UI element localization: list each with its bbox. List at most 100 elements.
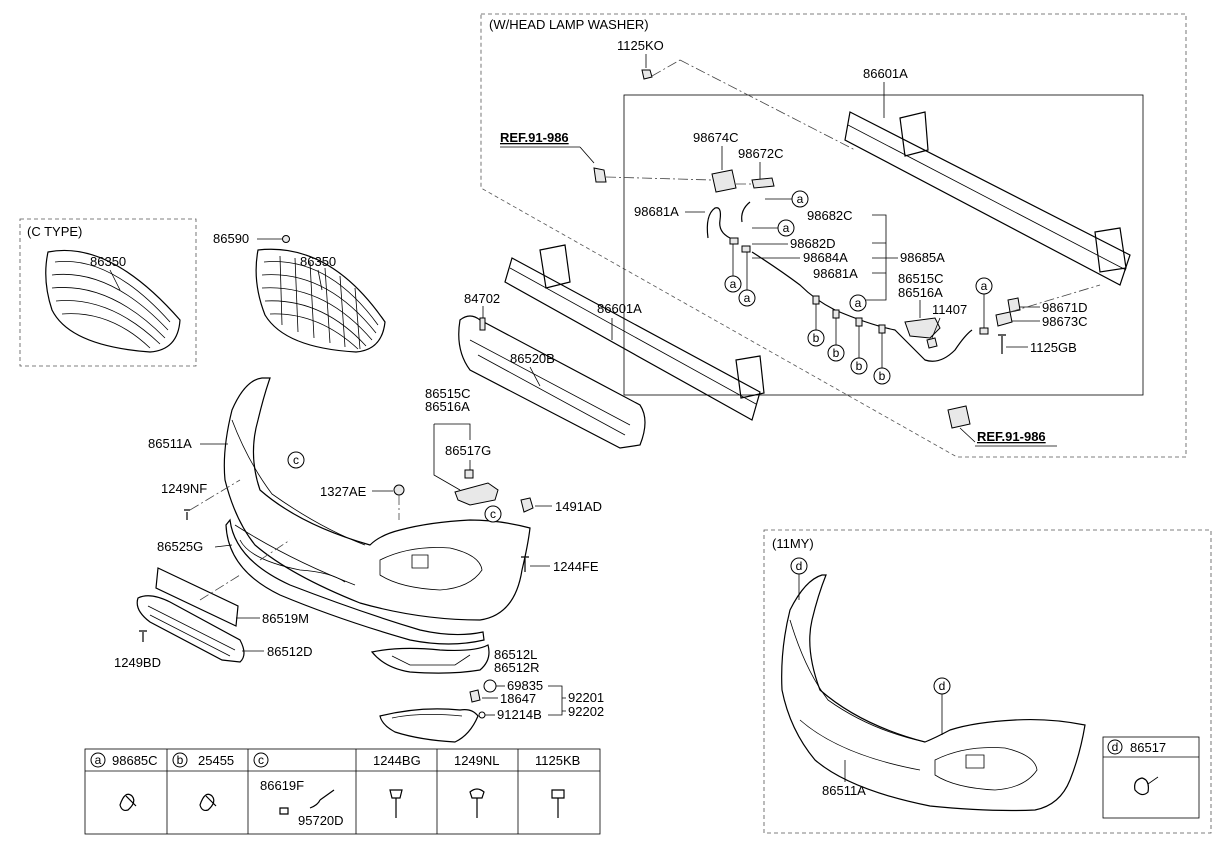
callout-a-5 xyxy=(849,294,867,312)
label-1249BD: 1249BD xyxy=(114,655,161,670)
callout-a-6-text: a xyxy=(981,279,988,293)
table-b-circle: b xyxy=(177,753,184,767)
table-code-95720D: 95720D xyxy=(298,813,344,828)
callout-a-5-text: a xyxy=(855,296,862,310)
table-code-25455: 25455 xyxy=(198,753,234,768)
part-98671D xyxy=(1007,297,1021,313)
label-1491AD: 1491AD xyxy=(555,499,602,514)
clip-86517G xyxy=(464,469,474,479)
washer-assembly-box xyxy=(623,94,1144,396)
lower-grille-86512D xyxy=(136,595,245,663)
label-98682C: 98682C xyxy=(807,208,853,223)
callout-a-3 xyxy=(724,275,742,293)
ref-bottom-part xyxy=(947,405,971,429)
label-98682D: 98682D xyxy=(790,236,836,251)
callout-b-2-text: b xyxy=(833,346,840,360)
label-1244FE: 1244FE xyxy=(553,559,599,574)
front-bumper-cover-11my xyxy=(781,574,1086,812)
label-98672C: 98672C xyxy=(738,146,784,161)
bracket-86515C-top xyxy=(904,317,941,339)
bolt-1125KO xyxy=(641,69,653,80)
bulb-18647 xyxy=(469,689,481,703)
legend-d-code: 86517 xyxy=(1130,740,1166,755)
label-86511A: 86511A xyxy=(148,436,192,451)
label-18647: 18647 xyxy=(500,691,536,706)
screw-1244FE xyxy=(521,556,529,572)
bolt-11407 xyxy=(926,337,938,349)
label-86516A: 86516A xyxy=(425,399,470,414)
label-86515C-top: 86515C xyxy=(898,271,944,286)
bumper-beam-86601A-washer xyxy=(844,111,1131,286)
callout-c-2-text: c xyxy=(490,507,496,521)
label-86350: 86350 xyxy=(300,254,336,269)
bolt-1125GB xyxy=(998,334,1006,354)
callout-a-4 xyxy=(738,289,756,307)
legend-d-box xyxy=(1102,736,1200,819)
table-icon-clip-a xyxy=(119,793,137,812)
lower-lip-86525G xyxy=(225,518,485,645)
table-code-86619F: 86619F xyxy=(260,778,304,793)
table-code-1125KB: 1125KB xyxy=(535,753,580,768)
label-86516A-top: 86516A xyxy=(898,285,943,300)
callout-b-1-text: b xyxy=(813,331,820,345)
screw-91214B xyxy=(478,711,486,719)
head-lamp-washer-frame xyxy=(480,13,1187,458)
table-icon-clip-b xyxy=(199,793,217,812)
hose-98681A-2 xyxy=(741,201,751,223)
callout-a-2-text: a xyxy=(783,221,790,235)
label-1125KO: 1125KO xyxy=(617,38,664,53)
table-icon-screw-1244BG xyxy=(389,789,403,818)
bumper-beam-86601A xyxy=(504,244,765,421)
callout-a-1-text: a xyxy=(797,192,804,206)
label-98681A-b: 98681A xyxy=(813,266,858,281)
label-69835: 69835 xyxy=(507,678,543,693)
label-86519M: 86519M xyxy=(262,611,309,626)
hose-98681A xyxy=(706,207,731,239)
label-98685A: 98685A xyxy=(900,250,945,265)
table-c-circle: c xyxy=(258,753,264,767)
front-bumper-cover-86511A xyxy=(223,377,531,621)
part-98673C xyxy=(995,311,1013,327)
header-11my: (11MY) xyxy=(772,536,814,551)
label-98681A-a: 98681A xyxy=(634,204,679,219)
label-86512D: 86512D xyxy=(267,644,313,659)
energy-absorber-86520B xyxy=(458,315,646,449)
callout-b-4 xyxy=(873,367,891,385)
label-86515C: 86515C xyxy=(425,386,471,401)
fog-lamp-cover-86512L xyxy=(370,644,490,674)
screw-1249NF xyxy=(184,509,190,520)
legend-table xyxy=(84,748,601,835)
label-86601A-center: 86601A xyxy=(597,301,642,316)
callout-c-1 xyxy=(287,451,305,469)
label-98674C: 98674C xyxy=(693,130,739,145)
grille-fastener-86590 xyxy=(282,235,290,243)
label-84702: 84702 xyxy=(464,291,500,306)
label-1249NF: 1249NF xyxy=(161,481,207,496)
label-98671D: 98671D xyxy=(1042,300,1088,315)
callout-b-2 xyxy=(827,344,845,362)
table-a-circle: a xyxy=(95,753,102,767)
callout-c-1-text: c xyxy=(293,453,299,467)
bracket-98674C xyxy=(711,169,737,193)
clip-1491AD xyxy=(520,497,534,513)
label-92202: 92202 xyxy=(568,704,604,719)
label-86590: 86590 xyxy=(213,231,249,246)
label-98684A: 98684A xyxy=(803,250,848,265)
c-type-grille xyxy=(45,249,181,353)
label-86525G: 86525G xyxy=(157,539,203,554)
label-86350-c-type: 86350 xyxy=(90,254,126,269)
label-1327AE: 1327AE xyxy=(320,484,367,499)
ref-top: REF.91-986 xyxy=(500,130,569,145)
label-92201: 92201 xyxy=(568,690,604,705)
nut-1327AE xyxy=(393,484,405,496)
label-86511A-11my: 86511A xyxy=(822,783,866,798)
label-86601A-top: 86601A xyxy=(863,66,908,81)
table-icon-harness xyxy=(279,789,335,815)
label-11407: 11407 xyxy=(932,302,967,317)
nozzle-98672C xyxy=(751,177,775,189)
label-86520B: 86520B xyxy=(510,351,555,366)
callout-b-4-text: b xyxy=(879,369,886,383)
header-c-type: (C TYPE) xyxy=(27,224,82,239)
label-1125GB: 1125GB xyxy=(1030,340,1077,355)
